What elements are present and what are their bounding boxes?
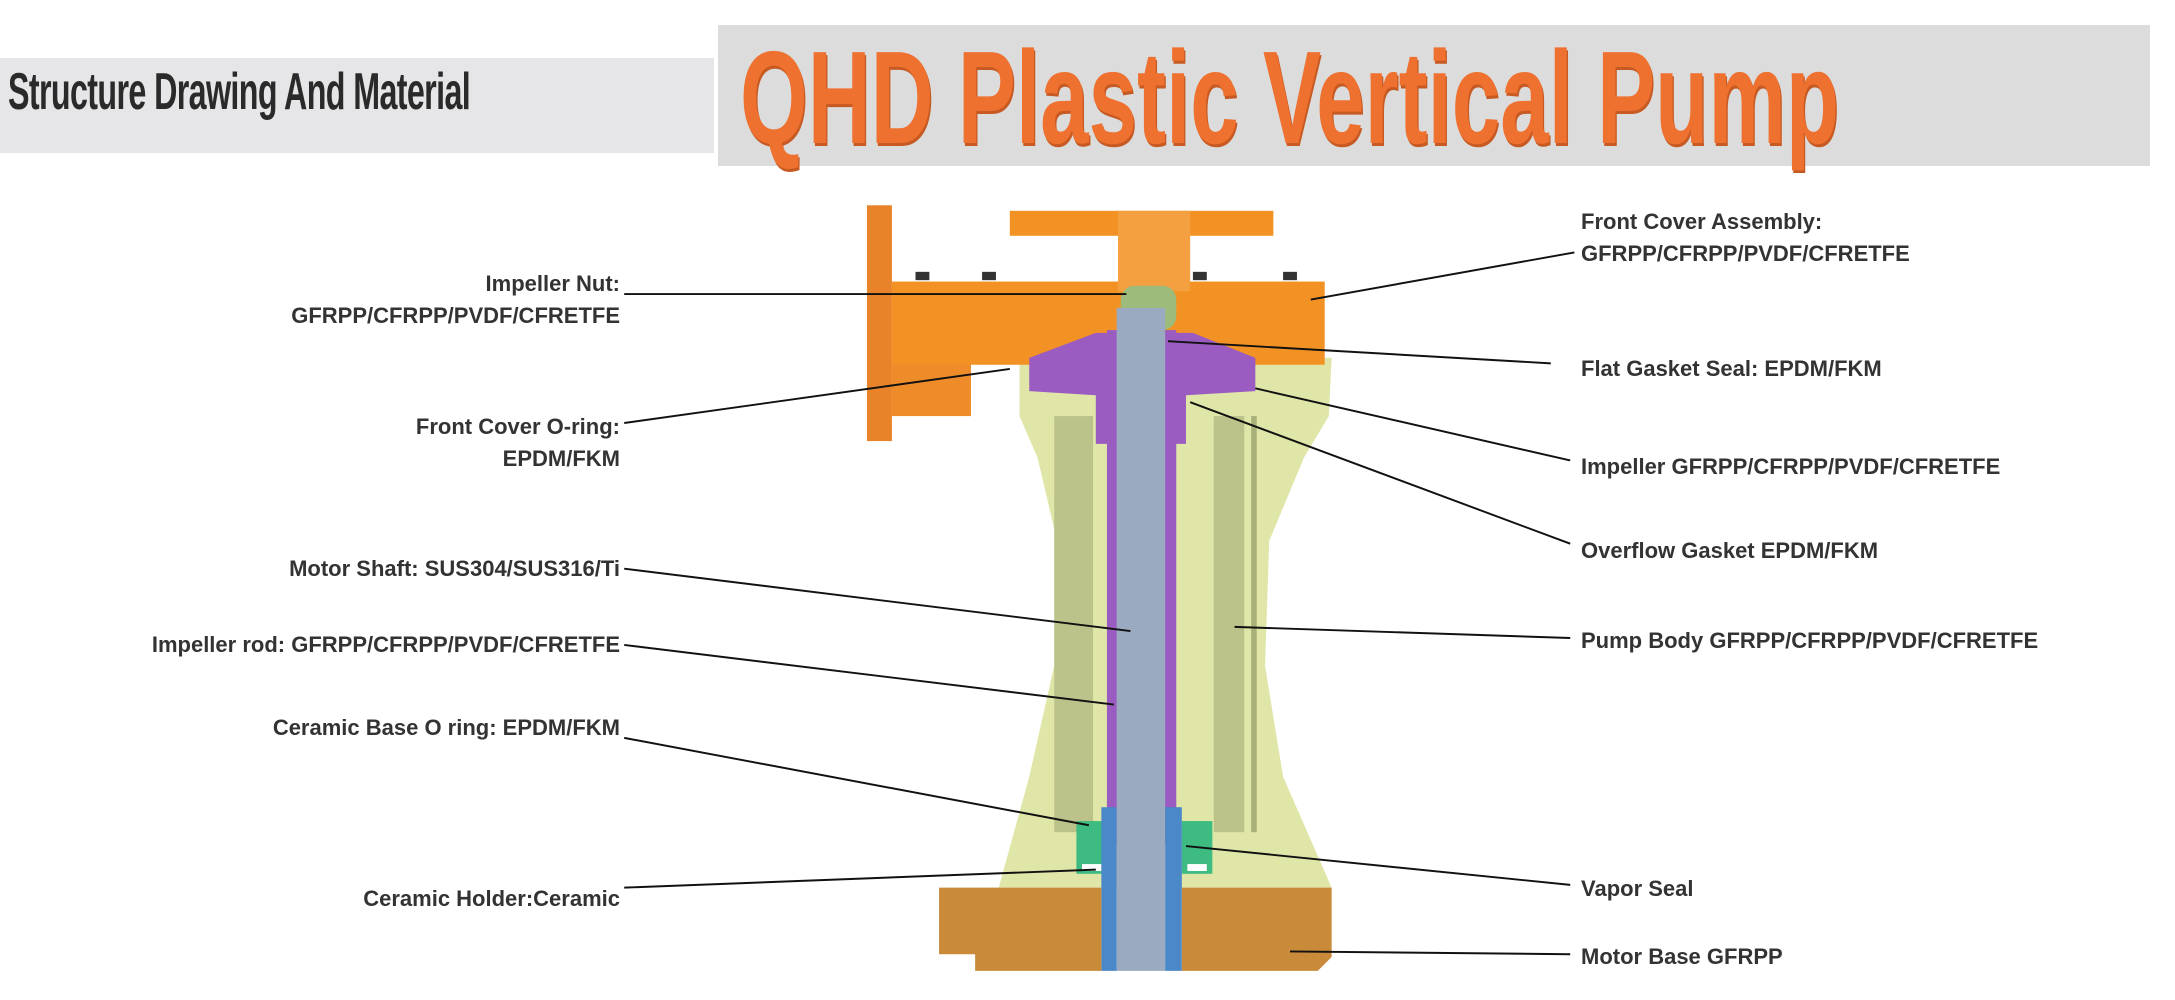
leader-impeller [1255, 387, 1571, 462]
label-material: EPDM/FKM [502, 446, 620, 471]
motor-base-right [1181, 887, 1332, 971]
leader-flat-gasket-seal [1167, 340, 1551, 365]
label-impeller: Impeller GFRPP/CFRPP/PVDF/CFRETFE [1581, 454, 2001, 479]
label-motor-shaft: Motor Shaft: SUS304/SUS316/Ti [289, 556, 620, 581]
leader-ceramic-base-o-ring [624, 736, 1090, 827]
label-impeller-rod: Impeller rod: GFRPP/CFRPP/PVDF/CFRETFE [151, 632, 620, 657]
label-vapor-seal: Vapor Seal [1581, 876, 1694, 901]
leader-impeller-rod [624, 643, 1114, 706]
leader-motor-base [1290, 950, 1571, 956]
leader-pump-body [1234, 625, 1571, 639]
leader-lines [624, 251, 1575, 956]
label-material: GFRPP/CFRPP/PVDF/CFRETFE [291, 303, 620, 328]
ceramic-holder-right [1187, 864, 1207, 872]
label-material: GFRPP/CFRPP/PVDF/CFRETFE [1581, 241, 1910, 266]
vapor-seal-sleeve-left [1101, 807, 1117, 971]
label-motor-base: Motor Base GFRPP [1581, 944, 1783, 969]
label-ceramic-holder: Ceramic Holder:Ceramic [363, 886, 620, 911]
subtitle: Structure Drawing And Material [8, 63, 471, 121]
vapor-seal-sleeve-right [1165, 807, 1182, 971]
label-front-cover-assembly: Front Cover Assembly: GFRPP/CFRPP/PVDF/C… [1581, 206, 1910, 270]
leader-front-cover-o-ring [624, 367, 1010, 424]
ceramic-holder-left [1081, 864, 1102, 872]
motor-base-left [939, 887, 1102, 971]
leader-vapor-seal [1185, 845, 1571, 886]
leader-ceramic-holder [624, 868, 1096, 889]
label-ceramic-base-o-ring: Ceramic Base O ring: EPDM/FKM [272, 715, 620, 740]
label-impeller-nut: Impeller Nut: GFRPP/CFRPP/PVDF/CFRETFE [291, 268, 620, 332]
label-front-cover-o-ring: Front Cover O-ring: EPDM/FKM [416, 411, 620, 475]
motor-shaft [1116, 307, 1166, 971]
leader-motor-shaft [624, 567, 1131, 633]
front-cover-neck [1118, 210, 1191, 292]
label-overflow-gasket: Overflow Gasket EPDM/FKM [1581, 538, 1879, 563]
leader-front-cover-assembly [1310, 251, 1575, 301]
leader-overflow-gasket [1189, 401, 1571, 545]
label-name: Front Cover O-ring: [415, 414, 620, 439]
title-banner [718, 25, 2150, 166]
pump-body-channel-right [1213, 416, 1245, 833]
label-flat-gasket-seal: Flat Gasket Seal: EPDM/FKM [1581, 356, 1882, 381]
label-pump-body: Pump Body GFRPP/CFRPP/PVDF/CFRETFE [1581, 628, 2039, 653]
page-title: QHD Plastic Vertical Pump [740, 24, 1840, 171]
front-cover-left-flange [866, 205, 892, 442]
label-name: Impeller Nut: [485, 271, 620, 296]
subtitle-banner [0, 58, 714, 153]
label-name: Front Cover Assembly: [1581, 209, 1823, 234]
